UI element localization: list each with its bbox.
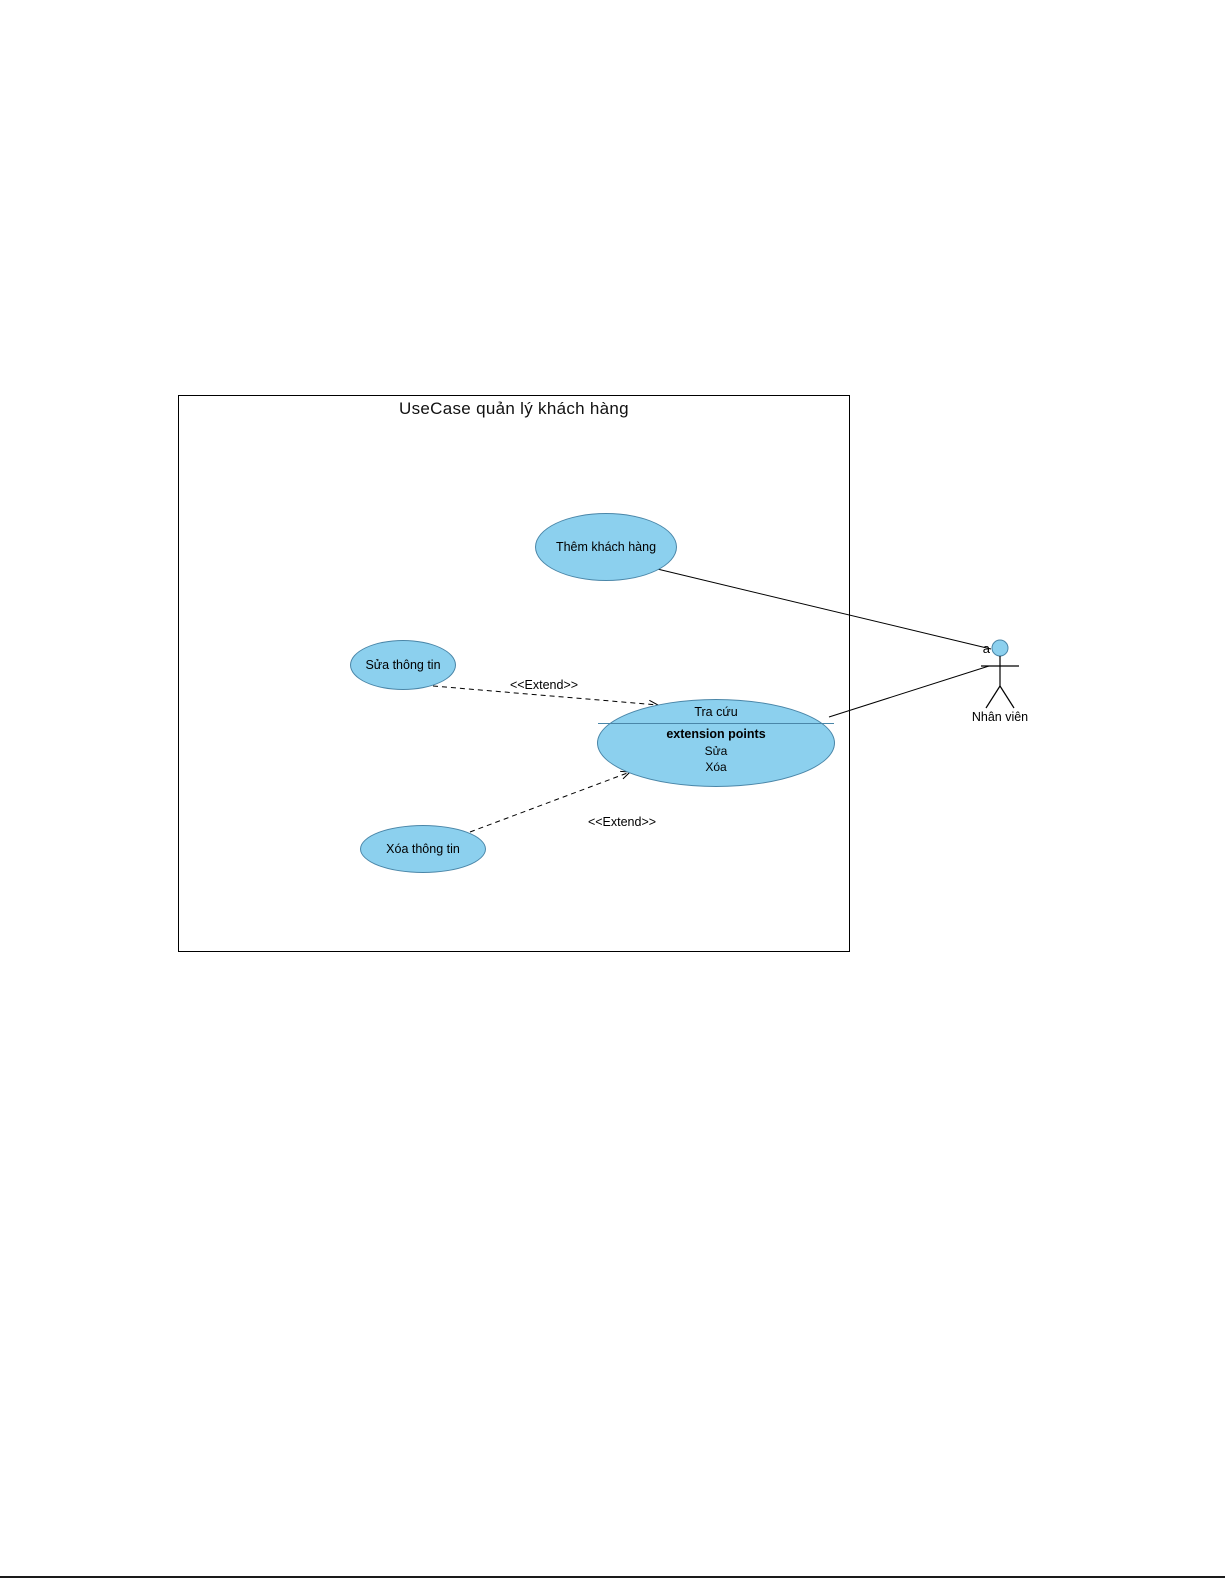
diagram-frame: UseCase quản lý khách hàng	[178, 395, 850, 952]
usecase-label: Thêm khách hàng	[555, 539, 657, 554]
usecase-label: Tra cứu	[694, 705, 738, 719]
usecase-them-khach-hang: Thêm khách hàng	[535, 513, 677, 581]
usecase-label: Sửa thông tin	[365, 657, 441, 672]
extend-stereotype-label-1: <<Extend>>	[509, 678, 579, 692]
usecase-xoa-thong-tin: Xóa thông tin	[360, 825, 486, 873]
actor-leg-right	[999, 685, 1015, 709]
actor-name-label: Nhân viên	[971, 710, 1029, 724]
actor-head-annotation: a	[983, 641, 991, 656]
extend-stereotype-label-2: <<Extend>>	[587, 815, 657, 829]
compartment-separator	[598, 723, 834, 724]
diagram-title: UseCase quản lý khách hàng	[399, 399, 629, 418]
extension-point-sua: Sửa	[704, 744, 728, 758]
actor-head	[991, 639, 1009, 657]
usecase-sua-thong-tin: Sửa thông tin	[350, 640, 456, 690]
actor-leg-left	[985, 685, 1001, 709]
extension-points-header: extension points	[666, 727, 766, 741]
extension-point-xoa: Xóa	[705, 760, 727, 774]
usecase-tra-cuu: Tra cứu extension points Sửa Xóa	[597, 699, 835, 787]
actor-nhan-vien: a	[981, 639, 1019, 709]
usecase-label: Xóa thông tin	[386, 841, 460, 856]
page-bottom-rule	[0, 1576, 1225, 1578]
